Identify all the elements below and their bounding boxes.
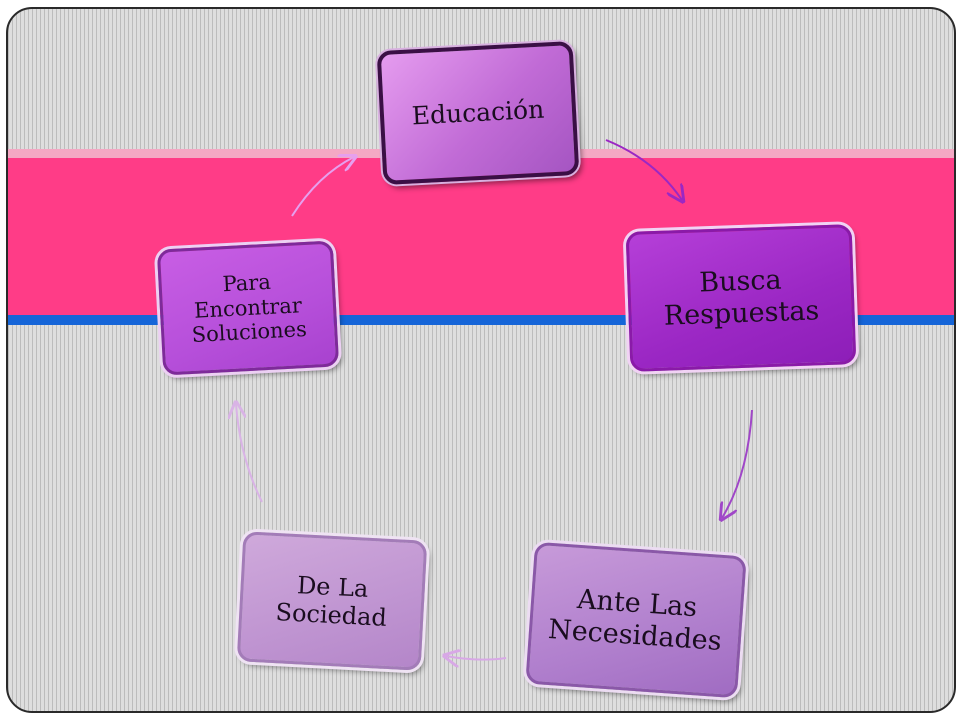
node-busca-respuestas[interactable]: Busca Respuestas <box>625 224 857 372</box>
arrow-busca-to-ante <box>722 409 753 518</box>
node-educacion-label: Educación <box>411 94 545 131</box>
node-de-la-sociedad[interactable]: De La Sociedad <box>236 531 428 671</box>
arrow-encontrar-to-educacion <box>291 157 354 217</box>
arrow-ante-to-sociedad <box>446 656 507 660</box>
arrow-educacion-to-busca <box>605 139 682 200</box>
node-encontrar-line-1: Para Encontrar <box>193 269 303 323</box>
node-sociedad-line-2: Sociedad <box>274 598 388 632</box>
arrow-sociedad-to-encontrar <box>236 404 263 503</box>
node-ante-las-necesidades[interactable]: Ante Las Necesidades <box>525 541 747 699</box>
node-educacion[interactable]: Educación <box>376 40 580 186</box>
node-para-encontrar-soluciones[interactable]: Para Encontrar Soluciones <box>156 240 340 376</box>
node-busca-line-2: Respuestas <box>663 295 820 332</box>
blue-band <box>8 315 954 325</box>
